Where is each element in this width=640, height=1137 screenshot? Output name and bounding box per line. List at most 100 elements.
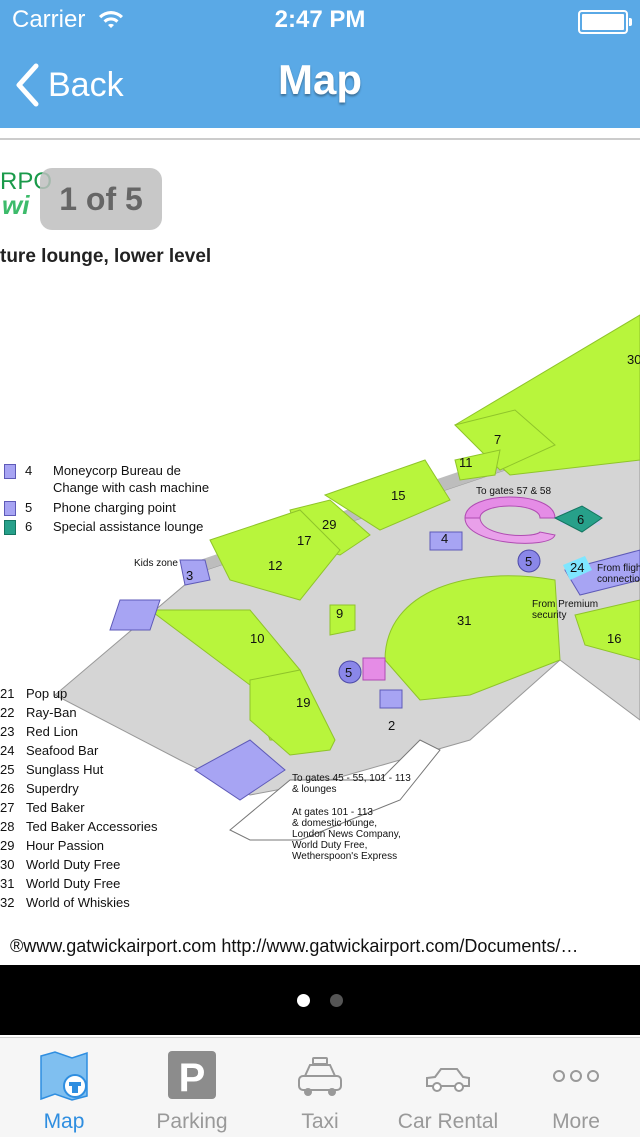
legend-text: World Duty Free — [26, 876, 121, 891]
unit-label: 31 — [457, 613, 472, 628]
unit-label: 29 — [322, 517, 337, 532]
annotation: London News Company, — [292, 829, 401, 840]
legend-text: Hour Passion — [26, 838, 105, 853]
annotation: & domestic lounge, — [292, 818, 378, 829]
annotation: Wetherspoon's Express — [292, 851, 398, 862]
unit-label: 12 — [268, 558, 283, 573]
legend-swatch — [4, 464, 16, 479]
annotation: From Premium — [532, 599, 599, 610]
unit-label: 19 — [296, 695, 311, 710]
unit-label: 15 — [391, 488, 406, 503]
page-dot[interactable] — [330, 994, 343, 1007]
legend-text: Red Lion — [26, 724, 79, 739]
annotation: security — [532, 610, 567, 621]
taxi-icon — [298, 1057, 342, 1096]
page-dot-active[interactable] — [297, 994, 310, 1007]
legend-num: 5 — [25, 500, 33, 515]
unit-label: 11 — [459, 455, 473, 470]
unit-label: 4 — [441, 531, 449, 546]
navigation-bar: Carrier 2:47 PM Back Map — [0, 0, 640, 128]
tab-bar: Map P Parking Taxi Car Rental More — [0, 1037, 640, 1137]
tab-car-rental[interactable]: Car Rental — [384, 1038, 512, 1137]
legend-text: Special assistance lounge — [53, 519, 204, 534]
legend-text: Moneycorp Bureau de — [53, 463, 181, 478]
annotation: From fligh — [597, 563, 640, 574]
legend-text: World Duty Free — [26, 857, 121, 872]
annotation: & lounges — [292, 784, 337, 795]
annotation: At gates 101 - 113 — [292, 807, 373, 818]
back-label: Back — [48, 65, 124, 104]
unit-label: 17 — [297, 533, 312, 548]
tab-label: Taxi — [301, 1110, 339, 1133]
legend-text: Pop up — [26, 686, 68, 701]
unit-label: 2 — [388, 718, 396, 733]
page-title: Map — [278, 56, 362, 103]
chevron-left-icon — [16, 63, 39, 107]
carrier-label: Carrier — [12, 6, 86, 33]
legend-num: 25 — [0, 762, 15, 777]
unit-label: 30 — [627, 352, 640, 367]
annotation: World Duty Free, — [292, 840, 368, 851]
map-annotations: Kids zone To gates 57 & 58 From Premium … — [0, 140, 640, 965]
legend-facilities: 4 Moneycorp Bureau de Change with cash m… — [0, 460, 260, 540]
tab-more[interactable]: More — [512, 1038, 640, 1137]
unit-labels: 30 7 11 15 29 17 12 3 4 5 6 24 9 10 31 1… — [0, 140, 640, 965]
kids-zone-label: Kids zone — [134, 558, 178, 569]
unit-label: 3 — [186, 568, 194, 583]
page-control[interactable] — [0, 965, 640, 1035]
legend-text: Ted Baker — [26, 800, 85, 815]
legend-num: 21 — [0, 686, 15, 701]
legend-num: 30 — [0, 857, 15, 872]
legend-num: 4 — [25, 463, 33, 478]
tab-label: More — [552, 1110, 600, 1133]
unit-label: 5 — [345, 665, 353, 680]
tab-label: Map — [43, 1110, 85, 1133]
legend-text: Ted Baker Accessories — [26, 819, 158, 834]
legend-num: 31 — [0, 876, 15, 891]
map-subtitle: ture lounge, lower level — [0, 246, 212, 267]
tab-parking[interactable]: P Parking — [128, 1038, 256, 1137]
legend-text: Change with cash machine — [53, 480, 210, 495]
parking-icon: P — [168, 1051, 216, 1100]
legend-text: World of Whiskies — [26, 895, 130, 910]
unit-label: 6 — [577, 512, 585, 527]
legend-num: 24 — [0, 743, 15, 758]
map-icon — [40, 1051, 88, 1101]
battery-icon — [578, 10, 632, 34]
legend-swatch — [4, 501, 16, 516]
unit-label: 10 — [250, 631, 265, 646]
back-button[interactable]: Back — [14, 60, 124, 110]
map-credit[interactable]: ®www.gatwickairport.com http://www.gatwi… — [10, 936, 579, 956]
tab-label: Parking — [156, 1110, 228, 1133]
tab-map[interactable]: Map — [0, 1038, 128, 1137]
clock: 2:47 PM — [274, 6, 366, 33]
legend-text: Ray-Ban — [26, 705, 77, 720]
legend-num: 32 — [0, 895, 15, 910]
legend-text: Sunglass Hut — [26, 762, 104, 777]
legend-num: 26 — [0, 781, 15, 796]
map-drawing — [54, 314, 640, 841]
annotation: To gates 45 - 55, 101 - 113 — [292, 773, 411, 784]
wifi-icon — [98, 10, 124, 35]
legend-text: Phone charging point — [53, 500, 176, 515]
unit-label: 9 — [336, 606, 344, 621]
annotation: connectio — [597, 574, 640, 585]
unit-label: 7 — [494, 432, 502, 447]
terminal-map[interactable]: RPO wi 1 of 5 ture lounge, lower level 3… — [0, 140, 640, 965]
tab-taxi[interactable]: Taxi — [256, 1038, 384, 1137]
unit-label: 5 — [525, 554, 533, 569]
legend-num: 23 — [0, 724, 15, 739]
annotation: To gates 57 & 58 — [476, 486, 552, 497]
unit-label: 16 — [607, 631, 622, 646]
legend-num: 27 — [0, 800, 15, 815]
page-indicator: 1 of 5 — [40, 168, 162, 230]
legend-text: Seafood Bar — [26, 743, 99, 758]
legend-num: 22 — [0, 705, 15, 720]
legend-num: 29 — [0, 838, 15, 853]
more-icon — [553, 1070, 599, 1082]
svg-text:P: P — [179, 1056, 206, 1100]
brand-fragment-bottom: wi — [2, 190, 30, 220]
unit-label: 24 — [570, 560, 585, 575]
header-divider — [0, 138, 640, 140]
legend-num: 28 — [0, 819, 15, 834]
